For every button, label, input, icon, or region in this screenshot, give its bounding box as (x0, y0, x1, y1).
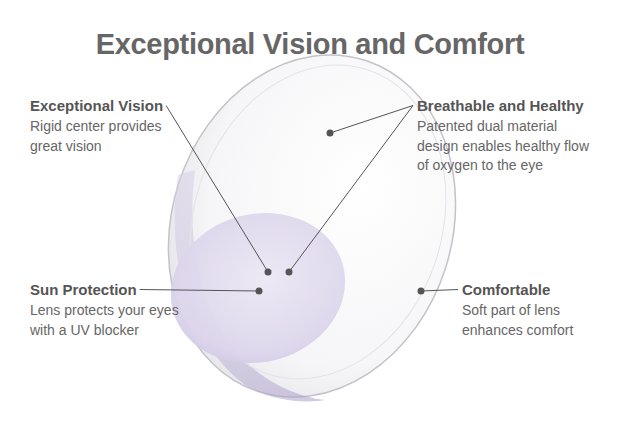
leader-line (289, 106, 413, 273)
callout-text: Rigid center provides great vision (30, 117, 188, 156)
lens (125, 17, 499, 423)
diagram-title: Exceptional Vision and Comfort (0, 28, 620, 61)
callout-heading: Breathable and Healthy (417, 97, 584, 114)
callout-text: Lens protects your eyes with a UV blocke… (30, 301, 188, 340)
callout-heading: Comfortable (462, 281, 550, 298)
callout-heading: Exceptional Vision (30, 97, 163, 114)
leader-line (421, 290, 458, 292)
leader-line (140, 290, 259, 292)
callout-text: Soft part of lens enhances comfort (462, 301, 607, 340)
leader-line (166, 106, 268, 273)
callout-heading: Sun Protection (30, 281, 137, 298)
callout-dots (256, 130, 425, 295)
callout-text: Patented dual material design enables he… (417, 117, 597, 176)
leader-line (330, 106, 413, 134)
